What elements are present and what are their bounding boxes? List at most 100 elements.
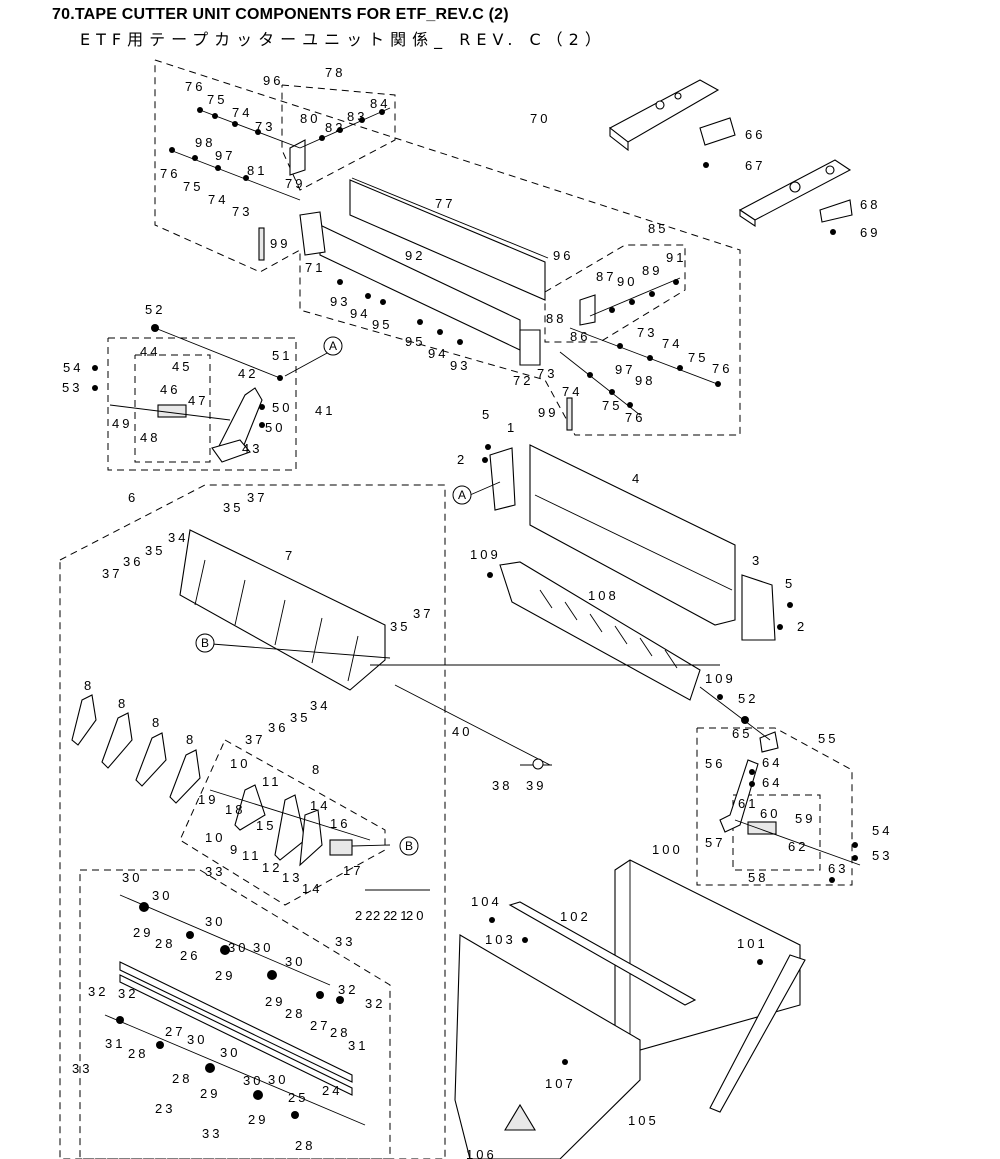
part-label-76d: 76 bbox=[625, 410, 645, 425]
page-title: 70.TAPE CUTTER UNIT COMPONENTS FOR ETF_R… bbox=[52, 6, 509, 23]
callout-b-upper-label: B bbox=[201, 636, 209, 650]
part-label-40: 40 bbox=[452, 724, 472, 739]
part-label-99b: 99 bbox=[538, 405, 558, 420]
bracket-68-part bbox=[819, 199, 853, 223]
callout-b-lower bbox=[399, 836, 419, 856]
part-label-90: 90 bbox=[617, 274, 637, 289]
part-label-20: 20 bbox=[406, 908, 426, 923]
part-label-8c: 8 bbox=[152, 715, 162, 730]
callout-a-lower bbox=[452, 485, 472, 505]
part-label-8a: 8 bbox=[84, 678, 94, 693]
part-label-30e: 30 bbox=[253, 940, 273, 955]
part-label-83: 83 bbox=[347, 109, 367, 124]
part-label-61: 61 bbox=[738, 796, 758, 811]
cutter-8-part-1 bbox=[71, 694, 97, 746]
part-label-37c: 37 bbox=[413, 606, 433, 621]
part-label-36b: 36 bbox=[268, 720, 288, 735]
assembly-41-boundary bbox=[107, 337, 297, 471]
part-label-46: 46 bbox=[160, 382, 180, 397]
part-label-53b: 53 bbox=[872, 848, 892, 863]
part-label-106: 106 bbox=[466, 1147, 497, 1159]
part-label-80: 80 bbox=[300, 111, 320, 126]
part-label-75a: 75 bbox=[207, 92, 227, 107]
part-label-66: 66 bbox=[745, 127, 765, 142]
part-label-73d: 73 bbox=[537, 366, 557, 381]
part-label-44: 44 bbox=[140, 344, 160, 359]
part-label-28b: 28 bbox=[285, 1006, 305, 1021]
page-subtitle: ETF用テープカッターユニット関係_ REV. C（2） bbox=[80, 30, 607, 49]
assembly-8-boundary bbox=[179, 739, 386, 906]
part-label-4: 4 bbox=[632, 471, 642, 486]
part-label-74a: 74 bbox=[232, 105, 252, 120]
part-label-29c: 29 bbox=[265, 994, 285, 1009]
part-label-48: 48 bbox=[140, 430, 160, 445]
part-label-33b: 33 bbox=[335, 934, 355, 949]
part-label-76c: 76 bbox=[712, 361, 732, 376]
rail-100-side-part bbox=[709, 954, 806, 1113]
part-label-77: 77 bbox=[435, 196, 455, 211]
part-label-75b: 75 bbox=[183, 179, 203, 194]
part-label-99a: 99 bbox=[270, 236, 290, 251]
plate-68-part bbox=[738, 159, 852, 228]
part-label-85: 85 bbox=[648, 221, 668, 236]
part-label-7: 7 bbox=[285, 548, 295, 563]
part-label-88: 88 bbox=[546, 311, 566, 326]
part-label-52b: 52 bbox=[738, 691, 758, 706]
part-label-13: 13 bbox=[282, 870, 302, 885]
cover-105-part bbox=[454, 934, 641, 1159]
part-label-75c: 75 bbox=[688, 350, 708, 365]
part-label-34a: 34 bbox=[168, 530, 188, 545]
part-label-109a: 109 bbox=[470, 547, 501, 562]
part-label-8d: 8 bbox=[186, 732, 196, 747]
part-label-32c: 32 bbox=[338, 982, 358, 997]
part-label-73b: 73 bbox=[232, 204, 252, 219]
part-label-58: 58 bbox=[748, 870, 768, 885]
part-label-30c: 30 bbox=[205, 914, 225, 929]
part-label-30d: 30 bbox=[228, 940, 248, 955]
part-label-105: 105 bbox=[628, 1113, 659, 1128]
part-label-89: 89 bbox=[642, 263, 662, 278]
part-label-32d: 32 bbox=[365, 996, 385, 1011]
part-label-39: 39 bbox=[526, 778, 546, 793]
part-label-5b: 5 bbox=[785, 576, 795, 591]
spring-99-part bbox=[258, 227, 265, 261]
part-label-107: 107 bbox=[545, 1076, 576, 1091]
part-label-33d: 33 bbox=[202, 1126, 222, 1141]
part-label-69: 69 bbox=[860, 225, 880, 240]
part-label-12: 12 bbox=[262, 860, 282, 875]
part-label-100: 100 bbox=[652, 842, 683, 857]
part-label-11a: 11 bbox=[262, 774, 282, 789]
part-label-24: 24 bbox=[322, 1083, 342, 1098]
part-label-15: 15 bbox=[256, 818, 276, 833]
part-label-33a: 33 bbox=[205, 864, 225, 879]
part-label-30b: 30 bbox=[152, 888, 172, 903]
part-label-74b: 74 bbox=[208, 192, 228, 207]
part-label-30i: 30 bbox=[243, 1073, 263, 1088]
bracket-3-part bbox=[741, 574, 776, 641]
part-label-93a: 93 bbox=[330, 294, 350, 309]
part-label-54b: 54 bbox=[872, 823, 892, 838]
link-57-part bbox=[719, 759, 759, 833]
part-16-block bbox=[329, 839, 353, 856]
part-label-14b: 14 bbox=[302, 881, 322, 896]
part-label-95a: 95 bbox=[372, 317, 392, 332]
part-label-9: 9 bbox=[230, 842, 240, 857]
part-label-49: 49 bbox=[112, 416, 132, 431]
part-label-96b: 96 bbox=[553, 248, 573, 263]
part-label-16: 16 bbox=[330, 816, 350, 831]
part-label-97b: 97 bbox=[615, 362, 635, 377]
part-label-37d: 37 bbox=[245, 732, 265, 747]
part-labels: 1 2 2 3 4 5 5 6 7 8 8 8 8 8 9 10 10 11 1… bbox=[62, 65, 892, 1159]
cylinder-60-part bbox=[747, 821, 777, 835]
lever-13-part bbox=[274, 794, 306, 861]
part-label-2: 2 bbox=[457, 452, 467, 467]
part-label-56: 56 bbox=[705, 756, 725, 771]
assembly-55-boundary bbox=[696, 727, 853, 886]
callout-a-upper-label: A bbox=[329, 339, 337, 353]
bar-24-part bbox=[119, 961, 353, 1096]
cover-4-part bbox=[529, 444, 736, 626]
part-label-63: 63 bbox=[828, 861, 848, 876]
part-label-98a: 98 bbox=[195, 135, 215, 150]
rail-102-part bbox=[508, 901, 697, 1006]
lever-14-part bbox=[299, 809, 323, 867]
